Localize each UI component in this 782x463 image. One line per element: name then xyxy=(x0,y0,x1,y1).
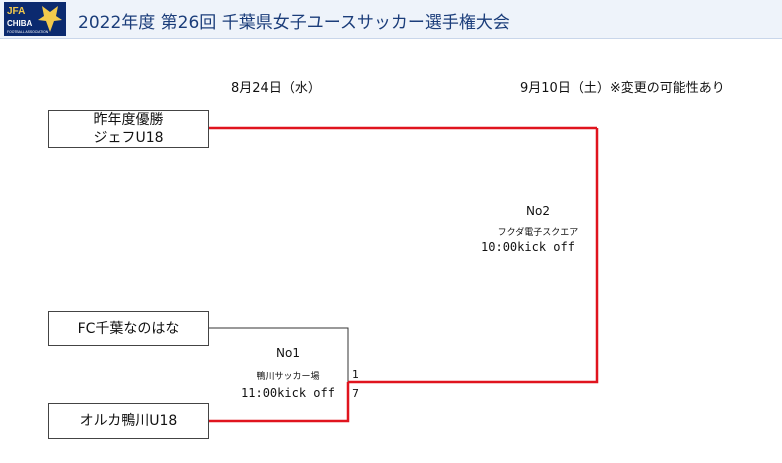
team-b-line xyxy=(209,382,350,423)
team-seed-jef: 昨年度優勝 ジェフU18 xyxy=(48,110,209,148)
final-date: 9月10日（土）※変更の可能性あり xyxy=(520,81,725,96)
team-a-name: FC千葉なのはな xyxy=(77,320,180,337)
match1-venue: 鴨川サッカー場 xyxy=(256,372,320,382)
page-header: JFA CHIBA FOOTBALL ASSOCIATION 2022年度 第2… xyxy=(0,0,782,39)
seed-team-name: ジェフU18 xyxy=(93,130,164,146)
team-fc-chiba-nanohana: FC千葉なのはな xyxy=(48,311,209,346)
svg-text:CHIBA: CHIBA xyxy=(7,19,33,28)
team-a-line xyxy=(209,327,349,382)
svg-text:FOOTBALL ASSOCIATION: FOOTBALL ASSOCIATION xyxy=(7,30,49,34)
match1-score-top: 1 xyxy=(352,368,359,381)
team-orca-kamogawa: オルカ鴨川U18 xyxy=(48,403,209,439)
match1-kickoff: 11:00kick off xyxy=(241,386,335,400)
match1-number: No1 xyxy=(276,346,300,360)
match2-number: No2 xyxy=(526,204,550,218)
team-b-name: オルカ鴨川U18 xyxy=(79,413,178,429)
match2-venue: フクダ電子スクエア xyxy=(497,228,579,238)
jfa-chiba-logo: JFA CHIBA FOOTBALL ASSOCIATION xyxy=(4,2,66,36)
seed-label: 昨年度優勝 xyxy=(93,112,164,128)
page-title: 2022年度 第26回 千葉県女子ユースサッカー選手権大会 xyxy=(78,13,510,33)
match1-winner-line xyxy=(348,128,599,384)
round1-date: 8月24日（水） xyxy=(231,81,321,96)
match1-score-bottom: 7 xyxy=(352,387,359,400)
svg-text:JFA: JFA xyxy=(7,6,25,17)
match2-kickoff: 10:00kick off xyxy=(481,240,575,254)
